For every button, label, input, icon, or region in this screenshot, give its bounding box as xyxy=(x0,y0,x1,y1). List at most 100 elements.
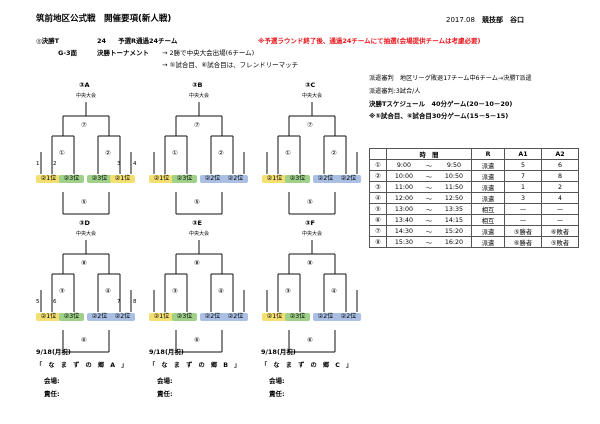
intro-label-2: G-3面 xyxy=(58,49,78,57)
match-number: ④ xyxy=(331,287,337,295)
seed-slot: ②3位 xyxy=(285,313,310,322)
schedule-header-time: 時 間 xyxy=(386,148,472,160)
schedule-cell-team-a2: 4 xyxy=(541,192,579,204)
schedule-cell-team-a1: 5 xyxy=(504,159,542,171)
intro-notice: ※予選ラウンド終了後、通過24チームにて抽選(会場提供チームは考慮必要) xyxy=(258,37,481,45)
schedule-cell-tilde: ～ xyxy=(421,203,437,215)
schedule-cell-start-time: 15:30 xyxy=(386,236,421,248)
referee-note-2: 派遣審判:3試合/人 xyxy=(369,88,421,95)
schedule-cell-tilde: ～ xyxy=(421,214,437,226)
referee-note-1: 派遣審判 地区リーグ敗退17チーム中6チーム→決勝T派遣 xyxy=(369,75,532,82)
central-tournament-label: 中央大会 xyxy=(302,231,323,237)
match-number: ② xyxy=(105,149,111,157)
final-match-number: ⑧ xyxy=(194,259,200,267)
schedule-cell-referee: 派遣 xyxy=(471,192,505,204)
seed-slot: ②1位 xyxy=(36,313,61,322)
seed-number: 6 xyxy=(53,299,57,305)
seed-slot: ②2位 xyxy=(313,175,338,184)
final-match-number: ⑦ xyxy=(307,121,313,129)
schedule-note: ※⑤試合目、⑥試合目30分ゲーム(15－5－15) xyxy=(369,112,509,120)
seed-slot: ②1位 xyxy=(110,175,135,184)
footer-date: 9/18(月祝) xyxy=(149,348,184,356)
schedule-cell-team-a2: — xyxy=(541,214,579,226)
seed-slot: ②3位 xyxy=(59,175,84,184)
schedule-cell-team-a2: 6 xyxy=(541,159,579,171)
document-title: 筑前地区公式戦 開催要項(新人戦) xyxy=(36,14,172,24)
schedule-cell-team-a1: ⑤勝者 xyxy=(504,225,542,237)
consolation-match-number: ⑤ xyxy=(307,198,313,206)
schedule-cell-team-a1: 3 xyxy=(504,192,542,204)
seed-slot: ②1位 xyxy=(262,313,287,322)
footer-venue-label: 会場: xyxy=(269,377,285,385)
footer-venue: 「 な ま ず の 郷 A 」 xyxy=(36,362,128,369)
consolation-match-number: ⑥ xyxy=(194,336,200,344)
schedule-header-r: R xyxy=(471,148,505,160)
match-number: ③ xyxy=(59,287,65,295)
schedule-cell-end-time: 11:50 xyxy=(437,181,472,193)
consolation-match-number: ⑤ xyxy=(81,198,87,206)
consolation-match-number: ⑥ xyxy=(81,336,87,344)
intro-label-1: ◎決勝T xyxy=(36,37,60,45)
seed-slot: ②2位 xyxy=(223,175,248,184)
match-number: ② xyxy=(331,149,337,157)
bracket-name: ③E xyxy=(192,219,202,227)
schedule-header-a1: A1 xyxy=(504,148,542,160)
schedule-cell-team-a1: 7 xyxy=(504,170,542,182)
schedule-cell-tilde: ～ xyxy=(421,236,437,248)
schedule-cell-end-time: 9:50 xyxy=(437,159,472,171)
schedule-cell-team-a2: 2 xyxy=(541,181,579,193)
schedule-header-a2: A2 xyxy=(541,148,579,160)
document-date: 2017.08 xyxy=(446,16,475,24)
schedule-cell-tilde: ～ xyxy=(421,159,437,171)
schedule-cell-end-time: 15:20 xyxy=(437,225,472,237)
seed-number: 4 xyxy=(133,161,137,167)
final-match-number: ⑧ xyxy=(307,259,313,267)
seed-number: 5 xyxy=(36,299,40,305)
consolation-match-number: ⑤ xyxy=(194,198,200,206)
seed-number: 3 xyxy=(117,161,121,167)
consolation-match-number: ⑥ xyxy=(307,336,313,344)
schedule-cell-tilde: ～ xyxy=(421,181,437,193)
schedule-cell-match-no: ② xyxy=(369,170,387,182)
schedule-cell-end-time: 14:15 xyxy=(437,214,472,226)
intro-num-1: 24 xyxy=(97,37,107,45)
central-tournament-label: 中央大会 xyxy=(189,231,210,237)
footer-manager-label: 責任: xyxy=(157,390,173,398)
bracket-name: ③B xyxy=(192,81,203,89)
schedule-title: 決勝Tスケジュール 40分ゲーム(20－10－20) xyxy=(369,100,513,108)
seed-number: 7 xyxy=(117,299,121,305)
seed-slot: ②2位 xyxy=(336,175,361,184)
schedule-cell-team-a1: 1 xyxy=(504,181,542,193)
seed-slot: ②2位 xyxy=(336,313,361,322)
footer-manager-label: 責任: xyxy=(44,390,60,398)
footer-venue-label: 会場: xyxy=(157,377,173,385)
bracket-name: ③F xyxy=(305,219,315,227)
schedule-cell-referee: 相互 xyxy=(471,214,505,226)
schedule-cell-end-time: 13:35 xyxy=(437,203,472,215)
schedule-cell-match-no: ⑧ xyxy=(369,236,387,248)
schedule-cell-start-time: 13:40 xyxy=(386,214,421,226)
schedule-cell-team-a2: ⑥敗者 xyxy=(541,225,579,237)
schedule-cell-end-time: 10:50 xyxy=(437,170,472,182)
central-tournament-label: 中央大会 xyxy=(189,93,210,99)
schedule-cell-start-time: 9:00 xyxy=(386,159,421,171)
schedule-cell-team-a1: — xyxy=(504,203,542,215)
footer-manager-label: 責任: xyxy=(269,390,285,398)
schedule-header-row: 時 間 R A1 A2 xyxy=(369,148,579,160)
seed-slot: ②1位 xyxy=(262,175,287,184)
footer-date: 9/18(月祝) xyxy=(36,348,71,356)
match-number: ③ xyxy=(172,287,178,295)
final-match-number: ⑦ xyxy=(194,121,200,129)
schedule-cell-team-a2: ⑤敗者 xyxy=(541,236,579,248)
seed-number: 8 xyxy=(133,299,137,305)
schedule-cell-match-no: ⑥ xyxy=(369,214,387,226)
seed-slot: ②3位 xyxy=(172,175,197,184)
footer-date: 9/18(月祝) xyxy=(261,348,296,356)
schedule-cell-team-a2: — xyxy=(541,203,579,215)
